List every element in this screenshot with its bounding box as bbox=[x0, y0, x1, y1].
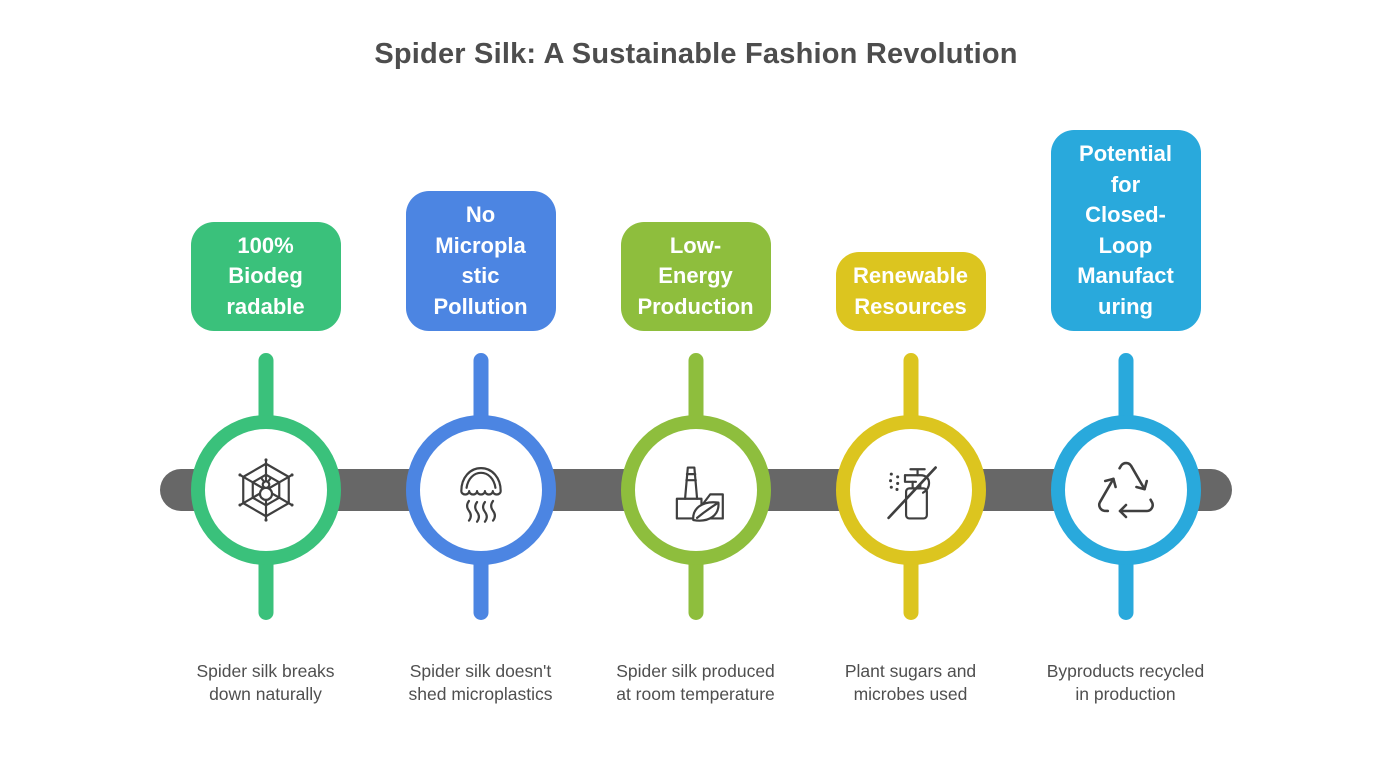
icon-circle bbox=[1050, 415, 1201, 565]
timeline-item: Low- Energy Production Spider silk produ… bbox=[588, 0, 803, 783]
item-caption: Spider silk breaks down naturally bbox=[196, 661, 335, 705]
timeline-item: Renewable Resources Plant sugars and mic… bbox=[803, 0, 1018, 783]
benefit-badge: No Micropla stic Pollution bbox=[405, 191, 556, 331]
benefit-badge: Potential for Closed- Loop Manufact urin… bbox=[1050, 130, 1201, 331]
timeline-item: Potential for Closed- Loop Manufact urin… bbox=[1018, 0, 1233, 783]
icon-circle bbox=[405, 415, 556, 565]
page-title: Spider Silk: A Sustainable Fashion Revol… bbox=[374, 38, 1018, 70]
item-caption: Spider silk produced at room temperature bbox=[616, 661, 775, 705]
no-pesticide-spray-icon bbox=[886, 466, 937, 520]
icon-circle bbox=[190, 415, 341, 565]
recycle-icon bbox=[1097, 461, 1154, 519]
icon-circle bbox=[835, 415, 986, 565]
item-caption: Plant sugars and microbes used bbox=[844, 661, 977, 705]
spider-web-icon bbox=[237, 458, 294, 522]
timeline-item: 100% Biodeg radable Spider silk breaks d… bbox=[158, 0, 373, 783]
item-caption: Byproducts recycled in production bbox=[1046, 661, 1205, 705]
item-caption: Spider silk doesn't shed microplastics bbox=[408, 661, 553, 705]
icon-circle bbox=[620, 415, 771, 565]
jellyfish-icon bbox=[459, 467, 502, 523]
timeline-item: No Micropla stic Pollution Spider silk d… bbox=[373, 0, 588, 783]
eco-factory-icon bbox=[675, 466, 724, 522]
benefit-badge: Low- Energy Production bbox=[620, 221, 771, 331]
benefit-badge: Renewable Resources bbox=[835, 252, 986, 331]
benefit-badge: 100% Biodeg radable bbox=[190, 221, 341, 331]
